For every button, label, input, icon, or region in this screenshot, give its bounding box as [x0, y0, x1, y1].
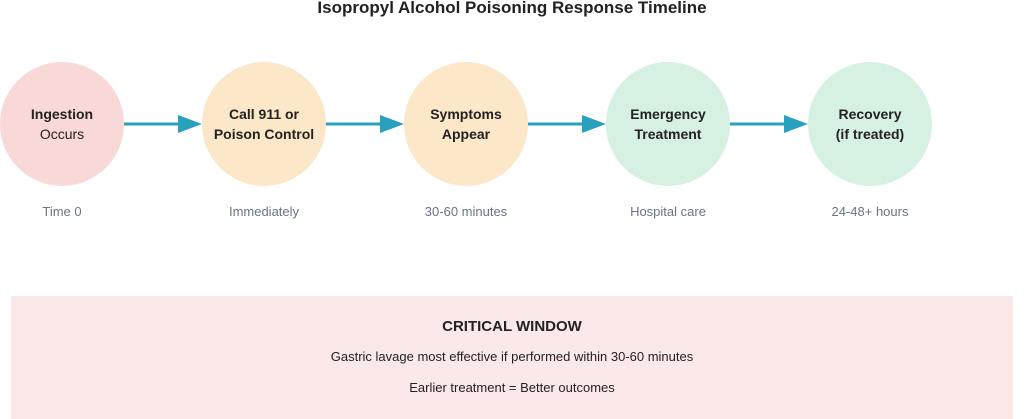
- critical-window-panel: CRITICAL WINDOW Gastric lavage most effe…: [11, 296, 1013, 419]
- critical-window-lavage-note: Gastric lavage most effective if perform…: [330, 349, 694, 364]
- step-emergency-title: Emergency: [630, 106, 706, 122]
- step-recovery-subtitle: (if treated): [835, 126, 905, 142]
- arrow-4: [730, 115, 808, 133]
- step-ingestion-time: Time 0: [42, 204, 82, 219]
- step-symptoms-node: Symptoms Appear: [404, 62, 528, 186]
- step-recovery-title: Recovery: [838, 106, 902, 122]
- critical-window-heading: CRITICAL WINDOW: [442, 318, 582, 335]
- step-call-subtitle: Poison Control: [213, 126, 315, 142]
- step-call-time: Immediately: [228, 204, 300, 219]
- critical-window-outcome-note: Earlier treatment = Better outcomes: [409, 380, 615, 395]
- step-ingestion-subtitle: Occurs: [39, 126, 85, 142]
- step-call-title: Call 911 or: [228, 106, 300, 122]
- step-call-node: Call 911 or Poison Control: [202, 62, 326, 186]
- arrow-2: [326, 115, 404, 133]
- step-emergency-subtitle: Treatment: [634, 126, 702, 142]
- step-ingestion-title: Ingestion: [30, 106, 94, 122]
- diagram-title: Isopropyl Alcohol Poisoning Response Tim…: [317, 0, 707, 17]
- step-ingestion-node: Ingestion Occurs: [0, 62, 124, 186]
- arrow-3: [528, 115, 606, 133]
- step-recovery-node: Recovery (if treated): [808, 62, 932, 186]
- flow-arrows: [124, 115, 808, 133]
- arrow-1: [124, 115, 202, 133]
- step-recovery-time: 24-48+ hours: [831, 204, 909, 219]
- step-emergency-time: Hospital care: [630, 204, 706, 219]
- step-symptoms-time: 30-60 minutes: [424, 204, 508, 219]
- step-symptoms-title: Symptoms: [430, 106, 502, 122]
- step-emergency-node: Emergency Treatment: [606, 62, 730, 186]
- step-symptoms-subtitle: Appear: [441, 126, 491, 142]
